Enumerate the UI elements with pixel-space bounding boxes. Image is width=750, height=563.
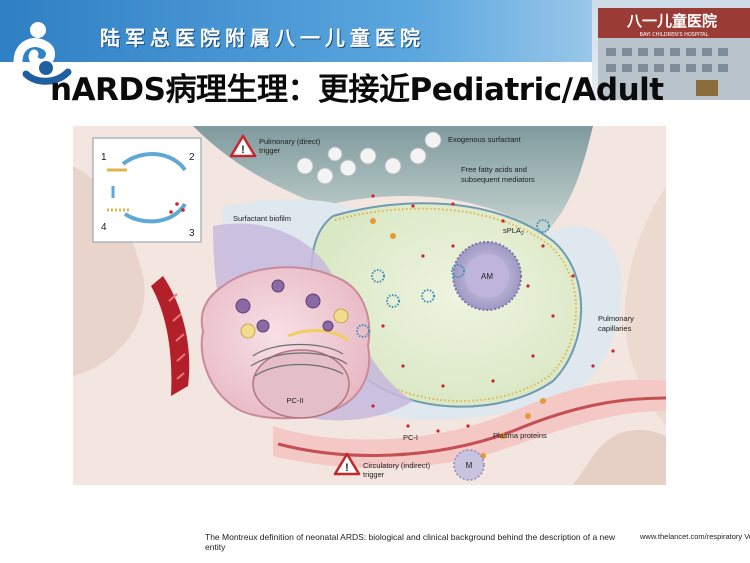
building-subtitle: BAYI CHILDREN'S HOSPITAL xyxy=(640,32,709,38)
label-exogenous-surfactant: Exogenous surfactant xyxy=(448,135,521,144)
label-subsequent-mediators: subsequent mediators xyxy=(461,175,535,184)
label-surfactant-biofilm: Surfactant biofilm xyxy=(233,214,291,223)
hospital-logo-icon xyxy=(13,22,72,85)
label-pc1: PC-I xyxy=(403,433,418,442)
inset-step-4: 4 xyxy=(101,222,107,233)
label-m: M xyxy=(466,461,473,470)
svg-text:!: ! xyxy=(241,144,245,156)
source-link[interactable]: www.thelancet.com/respiratory Vo xyxy=(640,532,750,541)
hospital-building-image: 八一儿童医院 BAYI CHILDREN'S HOSPITAL xyxy=(592,0,750,100)
building-sign: 八一儿童医院 xyxy=(626,12,717,30)
pathophysiology-illustration: 1 2 3 4 ! Pulmonary (direct) trigger Exo… xyxy=(73,126,666,485)
label-pulmonary-capillaries-2: capillaries xyxy=(598,324,632,333)
slide-title: nARDS病理生理：更接近Pediatric/Adult xyxy=(50,72,664,108)
inset-step-1: 1 xyxy=(101,152,107,163)
label-spla2: sPLA2 xyxy=(503,226,524,237)
svg-text:!: ! xyxy=(345,462,349,474)
warning-icon: ! xyxy=(229,134,257,158)
figure-caption: The Montreux definition of neonatal ARDS… xyxy=(205,532,616,552)
warning-icon-bottom: ! xyxy=(333,452,361,476)
hospital-name: 陆军总医院附属八一儿童医院 xyxy=(100,26,425,50)
surfactant-cycle-inset: 1 2 3 4 xyxy=(92,137,202,243)
inset-step-2: 2 xyxy=(189,152,195,163)
label-am: AM xyxy=(481,272,493,281)
inset-step-3: 3 xyxy=(189,228,195,239)
label-pulmonary-capillaries: Pulmonary xyxy=(598,314,634,323)
label-plasma-proteins: Plasma proteins xyxy=(493,431,547,440)
label-circulatory-trigger: Circulatory (indirect) xyxy=(363,461,431,470)
label-pc2: PC-II xyxy=(286,396,303,405)
label-pulmonary-trigger: Pulmonary (direct) xyxy=(259,137,321,146)
label-pulmonary-trigger-2: trigger xyxy=(259,146,281,155)
label-free-fatty-acids: Free fatty acids and xyxy=(461,165,527,174)
label-circulatory-trigger-2: trigger xyxy=(363,470,385,479)
